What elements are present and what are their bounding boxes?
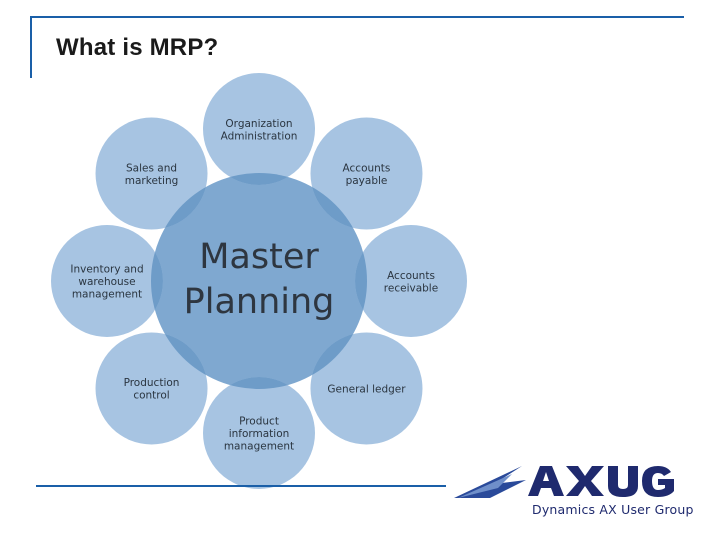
slide-title: What is MRP? bbox=[56, 34, 219, 61]
node-label: management bbox=[72, 289, 142, 301]
left-rule bbox=[30, 16, 32, 78]
node-circle bbox=[203, 377, 315, 489]
axug-logo: Dynamics AX User Group bbox=[454, 466, 694, 517]
node-label: Product bbox=[239, 416, 279, 428]
bottom-rule bbox=[36, 485, 446, 487]
logo-tagline: Dynamics AX User Group bbox=[532, 502, 694, 517]
node-label: management bbox=[224, 441, 294, 453]
node-label: Organization bbox=[225, 118, 292, 130]
node-circle bbox=[51, 225, 163, 337]
top-rule bbox=[30, 16, 684, 18]
center-label-line1: Master bbox=[199, 237, 319, 277]
node-label: Administration bbox=[221, 130, 298, 142]
node-label: receivable bbox=[384, 282, 438, 294]
node-label: control bbox=[133, 390, 169, 402]
node-label: warehouse bbox=[78, 276, 135, 288]
center-label-line2: Planning bbox=[184, 282, 335, 322]
node-circle bbox=[355, 225, 467, 337]
swoosh-icon bbox=[454, 466, 526, 498]
node-circle bbox=[310, 117, 423, 230]
center-circle bbox=[151, 173, 367, 389]
node-label: Accounts bbox=[387, 270, 435, 282]
node-label: marketing bbox=[125, 175, 179, 187]
node-label: information bbox=[229, 428, 290, 440]
node-label: Sales and bbox=[126, 162, 177, 174]
node-label: Accounts bbox=[343, 162, 391, 174]
node-circle bbox=[95, 117, 208, 230]
node-circle bbox=[95, 332, 208, 445]
axug-wordmark bbox=[528, 466, 674, 497]
node-label: Inventory and bbox=[70, 264, 143, 276]
node-label: General ledger bbox=[327, 383, 406, 395]
node-label: Production bbox=[124, 377, 180, 389]
node-circle bbox=[203, 73, 315, 185]
node-label: payable bbox=[346, 175, 388, 187]
node-circle bbox=[310, 332, 423, 445]
